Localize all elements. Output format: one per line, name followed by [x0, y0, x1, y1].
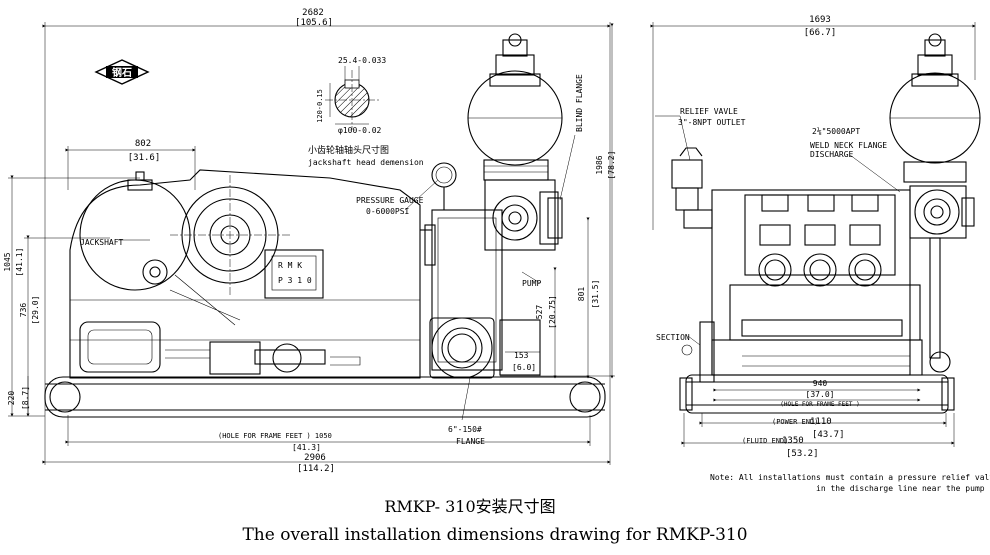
- dim-overall-length: 2682: [302, 8, 324, 18]
- side-view-labels: 2682 [105.6] 802 [31.6] JACKSHAFT 25.4-0…: [3, 8, 616, 474]
- base-skid: [44, 376, 606, 418]
- dim-discharge-height-in: [78.2]: [607, 151, 616, 180]
- jackshaft-head-title-en: jackshaft head demension: [308, 158, 424, 167]
- dim-discharge-height: 1986: [595, 155, 604, 174]
- relief-valve: [671, 147, 713, 229]
- label-pressure-gauge: PRESSURE GAUGE: [356, 196, 424, 205]
- dim-shaft-diameter: φ100-0.02: [338, 126, 382, 135]
- jackshaft-head-title-cn: 小齿轮轴轴头尺寸图: [308, 144, 389, 156]
- label-jackshaft: JACKSHAFT: [80, 238, 124, 247]
- dim-jackshaft-offset: 802: [135, 139, 151, 149]
- label-section: SECTION: [656, 333, 690, 342]
- fluid-end: [420, 33, 563, 379]
- dim-153: 153: [514, 351, 529, 360]
- dim-527: 527: [535, 305, 544, 320]
- dim-front-width: 1693: [809, 15, 831, 25]
- dim-frame-hole-spacing-in: [37.0]: [806, 390, 835, 399]
- caption-cn: RMKP- 310安装尺寸图: [384, 497, 555, 516]
- dim-fluid-end-in: [53.2]: [786, 449, 819, 459]
- caption-en: The overall installation dimensions draw…: [242, 525, 747, 545]
- installation-note-line2: in the discharge line near the pump: [816, 484, 985, 493]
- dim-height-736: 736: [19, 303, 28, 318]
- dim-skid-height-in: [8.7]: [21, 386, 30, 410]
- dim-height-736-in: [29.0]: [31, 296, 40, 325]
- dim-key-width: 25.4-0.033: [338, 56, 386, 65]
- label-discharge: DISCHARGE: [810, 150, 854, 159]
- dim-overall-length-in: [105.6]: [295, 18, 333, 28]
- label-suction-flange-size: 6"-150#: [448, 425, 482, 434]
- front-view-dimensions: [650, 22, 976, 447]
- dim-801: 801: [577, 287, 586, 302]
- label-relief-valve: RELIEF VAVLE: [680, 107, 738, 116]
- dim-frame-holes-in: [41.3]: [292, 443, 321, 452]
- label-pump: PUMP: [522, 279, 541, 288]
- dim-height-1045-in: [41.1]: [15, 248, 24, 277]
- dim-front-width-in: [66.7]: [804, 28, 837, 38]
- side-view: [8, 22, 615, 465]
- dim-power-end-in: [43.7]: [812, 430, 845, 440]
- nameplate-text-2: P 3 1 0: [278, 276, 312, 285]
- dim-frame-hole-spacing: 940: [813, 379, 828, 388]
- power-end: [69, 169, 421, 379]
- front-view: [650, 22, 981, 447]
- nameplate-text: R M K: [278, 261, 302, 270]
- dim-fluid-end-value: 1350: [782, 436, 804, 446]
- label-flange: FLANGE: [456, 437, 485, 446]
- drawing-caption: RMKP- 310安装尺寸图 The overall installation …: [242, 497, 747, 545]
- label-discharge-size: 2⅛"5000APT: [812, 127, 860, 136]
- dim-527-in: [20.75]: [548, 295, 557, 329]
- label-relief-outlet: 3"-8NPT OUTLET: [678, 118, 746, 127]
- label-weld-neck-flange: WELD NECK FLANGE: [810, 141, 887, 150]
- dim-jackshaft-offset-in: [31.6]: [128, 153, 161, 163]
- side-view-dimensions: [8, 22, 615, 465]
- dim-base-length-in: [114.2]: [297, 464, 335, 474]
- label-gauge-range: 0-6000PSI: [366, 207, 410, 216]
- dim-frame-holes: (HOLE FOR FRAME FEET ) 1050: [218, 432, 332, 440]
- crankcase-row: [741, 319, 910, 367]
- dim-key-depth: 120-0.15: [316, 89, 324, 123]
- pulsation-dampener-front: [889, 33, 981, 183]
- installation-note-line1: Note: All installations must contain a p…: [710, 473, 990, 482]
- valve-covers: [758, 194, 882, 287]
- dim-power-end-value: 1110: [810, 417, 832, 427]
- dim-base-length: 2906: [304, 453, 326, 463]
- jackshaft-head-detail: [325, 66, 380, 130]
- dim-fluid-end: (FLUID END): [742, 437, 788, 445]
- logo-text: 钢石: [112, 66, 132, 79]
- dim-power-end: (POWER END): [772, 418, 818, 426]
- label-blind-flange: BLIND FLANGE: [575, 74, 584, 132]
- dim-801-in: [31.5]: [591, 280, 600, 309]
- dim-153-in: [6.0]: [512, 363, 536, 372]
- dim-skid-height: 220: [7, 391, 16, 406]
- company-logo: [94, 59, 150, 85]
- dim-frame-holes-front: (HOLE FOR FRAME FEET ): [780, 401, 859, 408]
- dim-height-1045: 1045: [3, 252, 12, 271]
- front-view-labels: 1693 [66.7] RELIEF VAVLE 3"-8NPT OUTLET …: [656, 15, 990, 493]
